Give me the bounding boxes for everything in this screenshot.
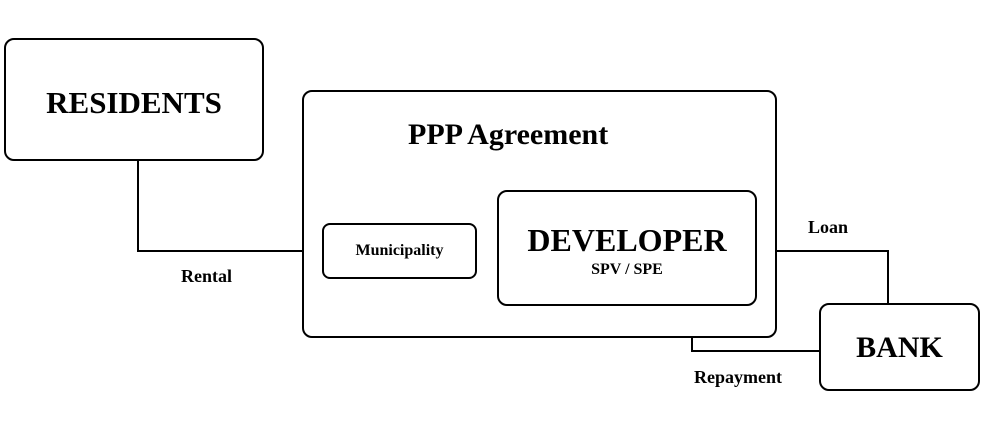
developer-box: DEVELOPER SPV / SPE [497, 190, 757, 306]
residents-label: RESIDENTS [46, 85, 222, 120]
developer-sublabel: SPV / SPE [591, 261, 663, 278]
bank-label: BANK [856, 331, 943, 364]
municipality-label: Municipality [355, 242, 444, 259]
developer-label: DEVELOPER [527, 222, 727, 258]
repayment-label: Repayment [694, 367, 782, 387]
ppp-agreement-title: PPP Agreement [408, 118, 609, 151]
loan-label: Loan [808, 217, 849, 237]
rental-connector [137, 160, 323, 252]
residents-box: RESIDENTS [4, 38, 264, 161]
bank-box: BANK [819, 303, 980, 391]
rental-label: Rental [181, 266, 232, 286]
municipality-box: Municipality [322, 223, 477, 279]
loan-connector [755, 250, 889, 304]
